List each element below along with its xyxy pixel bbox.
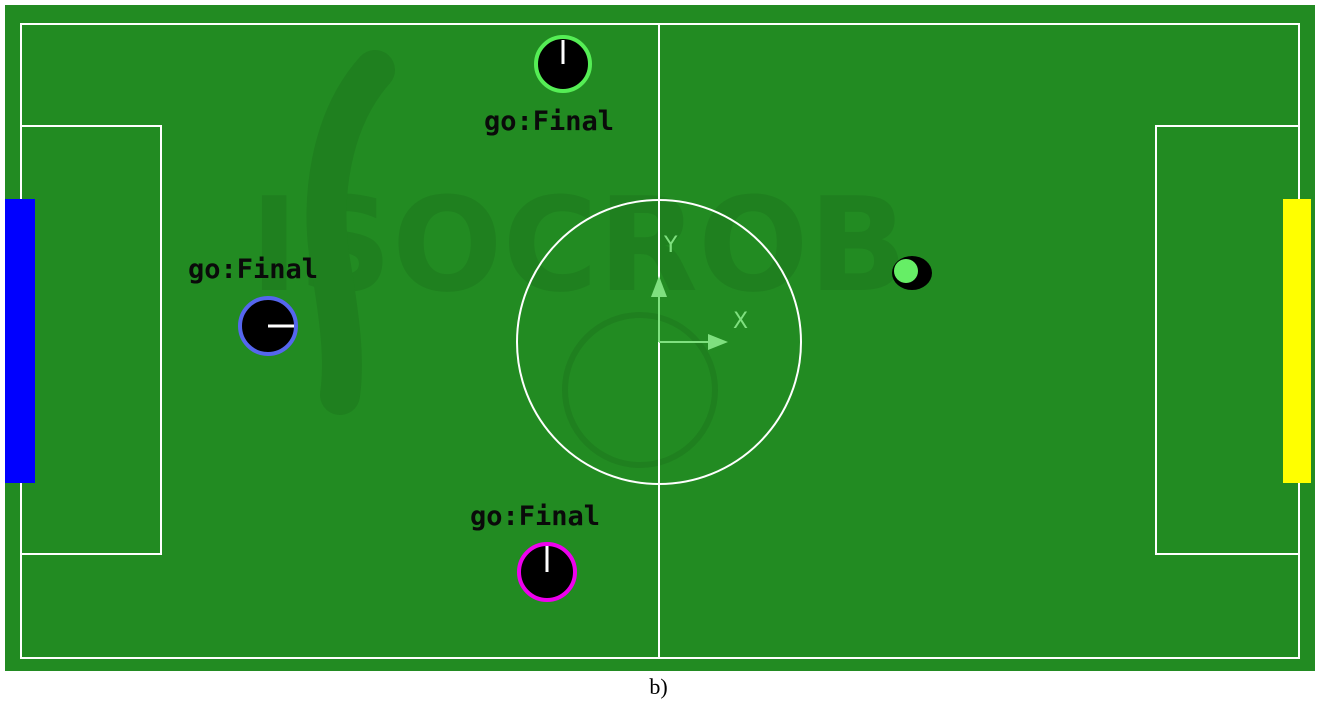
x-axis-label: X xyxy=(733,309,748,334)
yellow-goal xyxy=(1283,199,1311,483)
figure-caption: b) xyxy=(0,674,1317,700)
robot-label: go:Final xyxy=(470,501,600,532)
robot-label: go:Final xyxy=(188,254,318,285)
blue-goal xyxy=(5,199,35,483)
ball xyxy=(892,256,932,290)
robot-label: go:Final xyxy=(484,106,614,137)
y-axis-label: Y xyxy=(663,233,678,258)
ball-icon xyxy=(894,259,918,283)
field-canvas: ISOCROB X Y xyxy=(0,0,1317,672)
